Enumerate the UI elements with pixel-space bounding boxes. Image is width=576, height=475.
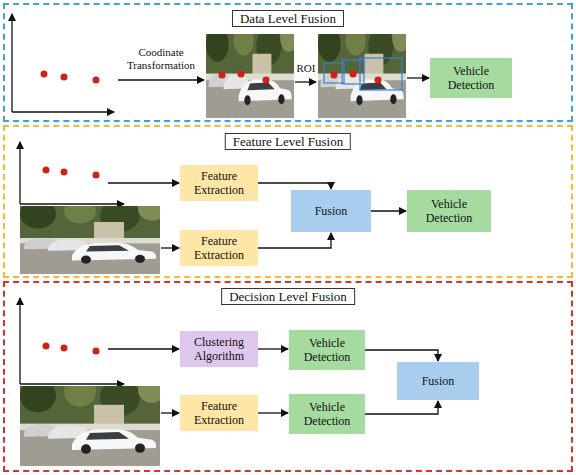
connector-arrow bbox=[365, 350, 438, 361]
box-label: Feature Extraction bbox=[184, 169, 254, 197]
clustering-box: Clustering Algorithm bbox=[180, 331, 258, 367]
box-label: Vehicle Detection bbox=[293, 400, 361, 428]
box-label: Fusion bbox=[401, 374, 475, 388]
radar-point bbox=[41, 71, 48, 78]
box-label: Vehicle Detection bbox=[293, 336, 361, 364]
camera-photo bbox=[20, 377, 166, 466]
roi-box bbox=[342, 60, 364, 84]
extraction-box: Feature Extraction bbox=[180, 230, 258, 266]
panel-title: Data Level Fusion bbox=[232, 10, 344, 27]
fusion-box: Fusion bbox=[397, 362, 479, 400]
axis-line bbox=[12, 111, 114, 112]
radar-point bbox=[43, 167, 50, 174]
flow-arrow bbox=[161, 247, 179, 248]
camera-photo bbox=[206, 24, 298, 118]
flow-label: Coodinate Transformation bbox=[116, 46, 206, 72]
projected-point bbox=[350, 71, 357, 78]
connector-arrow bbox=[258, 412, 288, 413]
radar-point bbox=[43, 343, 50, 350]
radar-point bbox=[61, 169, 68, 176]
connector-arrow bbox=[258, 233, 331, 248]
axis-line bbox=[11, 14, 12, 112]
radar-point bbox=[93, 77, 100, 84]
detection-box: Vehicle Detection bbox=[289, 394, 365, 434]
flow-arrow bbox=[108, 348, 179, 349]
extraction-box: Feature Extraction bbox=[180, 395, 258, 431]
camera-photo bbox=[20, 198, 166, 274]
box-label: Vehicle Detection bbox=[434, 64, 508, 92]
detection-box: Vehicle Detection bbox=[430, 58, 512, 98]
panel-title: Feature Level Fusion bbox=[225, 133, 351, 150]
box-label: Fusion bbox=[295, 204, 367, 218]
projected-point bbox=[238, 71, 245, 78]
projected-point bbox=[375, 77, 382, 84]
detection-box: Vehicle Detection bbox=[407, 190, 491, 232]
flow-arrow bbox=[108, 182, 179, 183]
roi-box bbox=[360, 58, 402, 90]
camera-photo bbox=[318, 24, 410, 118]
radar-point bbox=[93, 172, 100, 179]
panel-title: Decision Level Fusion bbox=[221, 288, 355, 305]
fusion-panel: Data Level FusionVehicle Detection bbox=[3, 3, 573, 122]
radar-point bbox=[93, 348, 100, 355]
extraction-box: Feature Extraction bbox=[180, 165, 258, 201]
flow-arrow bbox=[407, 77, 429, 78]
fusion-panel: Decision Level FusionClustering Algorith… bbox=[3, 281, 573, 472]
flow-arrow bbox=[295, 81, 316, 82]
axis-line bbox=[20, 203, 124, 204]
projected-point bbox=[263, 77, 270, 84]
axis-line bbox=[19, 142, 20, 204]
box-label: Feature Extraction bbox=[184, 234, 254, 262]
box-label: Clustering Algorithm bbox=[184, 335, 254, 363]
connector-arrow bbox=[258, 348, 288, 349]
flow-arrow bbox=[161, 412, 179, 413]
projected-point bbox=[331, 72, 338, 79]
connector-arrow bbox=[365, 401, 438, 414]
detection-box: Vehicle Detection bbox=[289, 330, 365, 370]
projected-point bbox=[219, 72, 226, 79]
box-label: Feature Extraction bbox=[184, 399, 254, 427]
flow-label: ROI bbox=[294, 62, 318, 75]
connector-arrow bbox=[258, 183, 331, 189]
connector-arrow bbox=[371, 210, 406, 211]
roi-box bbox=[324, 63, 344, 83]
axis-line bbox=[20, 383, 124, 384]
radar-point bbox=[61, 74, 68, 81]
box-label: Vehicle Detection bbox=[411, 197, 487, 225]
radar-point bbox=[61, 345, 68, 352]
fusion-box: Fusion bbox=[291, 190, 371, 232]
axis-line bbox=[19, 298, 20, 384]
fusion-panel: Feature Level FusionFeature ExtractionFe… bbox=[3, 125, 573, 278]
flow-arrow bbox=[118, 79, 204, 80]
